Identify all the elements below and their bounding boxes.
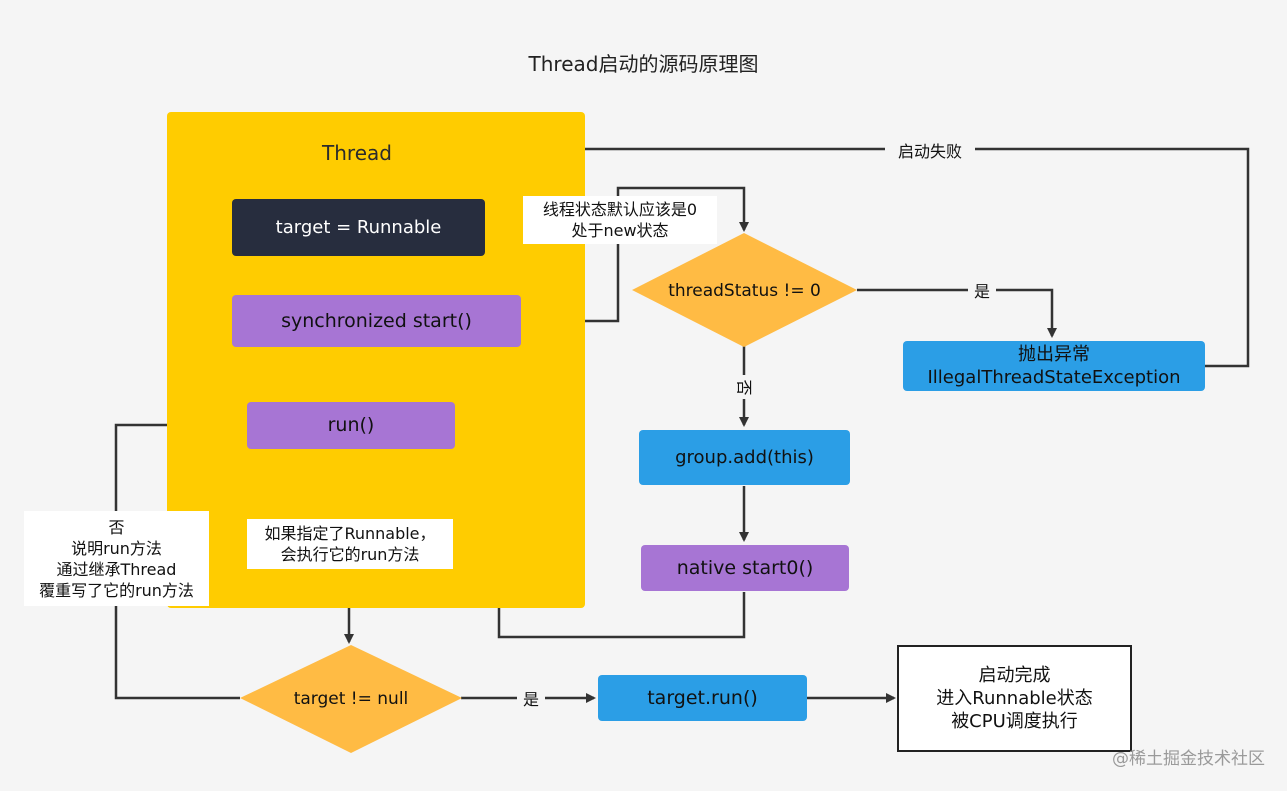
target-runnable-box: target = Runnable <box>232 199 485 256</box>
target-run-box: target.run() <box>598 675 807 721</box>
throw-exception-line-1: 抛出异常 <box>1018 344 1090 365</box>
no-override-line-3: 通过继承Thread <box>56 559 177 579</box>
run-box: run() <box>247 402 455 449</box>
start-failed-label: 启动失败 <box>885 139 975 163</box>
status-default-line-2: 处于new状态 <box>571 221 669 240</box>
status-default-line-1: 线程状态默认应该是0 <box>542 200 698 219</box>
start-complete-line-2: 进入Runnable状态 <box>936 688 1093 709</box>
edge-status-yes <box>857 288 1057 338</box>
group-add-box: group.add(this) <box>639 430 850 485</box>
start-complete-line-1: 启动完成 <box>978 665 1051 686</box>
target-null-diamond <box>240 645 462 753</box>
no-override-line-4: 覆重写了它的run方法 <box>39 580 194 600</box>
runnable-specified-line-2: 会执行它的run方法 <box>280 545 420 564</box>
no-override-line-2: 说明run方法 <box>71 538 162 558</box>
status-yes-label: 是 <box>968 280 996 302</box>
thread-panel-title: Thread <box>322 141 392 165</box>
edge-start-failed <box>493 147 1250 368</box>
target-null-label: target != null <box>293 689 409 709</box>
status-no-text: 否 <box>734 378 754 396</box>
status-default-note: 线程状态默认应该是0 处于new状态 <box>523 196 717 244</box>
thread-status-label: threadStatus != 0 <box>668 281 821 301</box>
start-complete-line-3: 被CPU调度执行 <box>951 711 1078 732</box>
throw-exception-box: 抛出异常 IllegalThreadStateException <box>903 341 1205 391</box>
watermark: @稀土掘金技术社区 <box>1112 749 1265 769</box>
thread-status-diamond <box>632 233 857 347</box>
runnable-specified-line-1: 如果指定了Runnable， <box>264 524 436 543</box>
start-complete-box: 启动完成 进入Runnable状态 被CPU调度执行 <box>897 645 1132 752</box>
status-no-label: 否 <box>733 375 755 399</box>
edge-start-to-status <box>521 186 749 323</box>
no-override-line-1: 否 <box>108 517 125 537</box>
native-start0-box: native start0() <box>641 545 849 591</box>
synchronized-start-box: synchronized start() <box>232 295 521 347</box>
page-title: Thread启动的源码原理图 <box>528 52 759 76</box>
throw-exception-line-2: IllegalThreadStateException <box>927 367 1181 388</box>
no-override-note: 否 说明run方法 通过继承Thread 覆重写了它的run方法 <box>24 511 209 606</box>
runnable-specified-note: 如果指定了Runnable， 会执行它的run方法 <box>247 519 453 569</box>
target-yes-label: 是 <box>517 688 545 710</box>
